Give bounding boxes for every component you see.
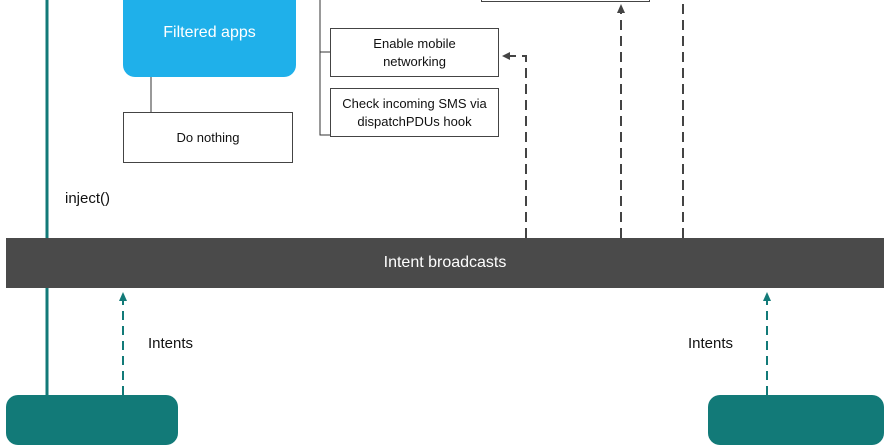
arrowhead-up <box>617 4 625 13</box>
check-sms-label: Check incoming SMS via dispatchPDUs hook <box>342 95 487 129</box>
do-nothing-label: Do nothing <box>176 129 240 145</box>
connectors <box>45 0 771 400</box>
filtered-apps-node: Filtered apps <box>123 0 296 77</box>
bracket-line <box>319 0 330 136</box>
source-node-left <box>6 395 178 445</box>
dashed-arrow-enable <box>510 55 527 238</box>
filtered-apps-label: Filtered apps <box>163 23 256 41</box>
intents-label-right: Intents <box>688 335 734 352</box>
enable-mobile-label: Enable mobile networking <box>373 35 456 69</box>
intent-broadcasts-bar: Intent broadcasts <box>6 238 884 288</box>
inject-label: inject() <box>65 190 111 207</box>
intent-broadcasts-label: Intent broadcasts <box>383 254 507 271</box>
check-sms-node: Check incoming SMS via dispatchPDUs hook <box>330 88 499 137</box>
arrowhead-left <box>502 52 510 60</box>
source-node-right <box>708 395 884 445</box>
top-node <box>481 0 650 2</box>
intents-label-left: Intents <box>148 335 194 352</box>
do-nothing-node: Do nothing <box>123 112 293 163</box>
enable-mobile-node: Enable mobile networking <box>330 28 499 77</box>
